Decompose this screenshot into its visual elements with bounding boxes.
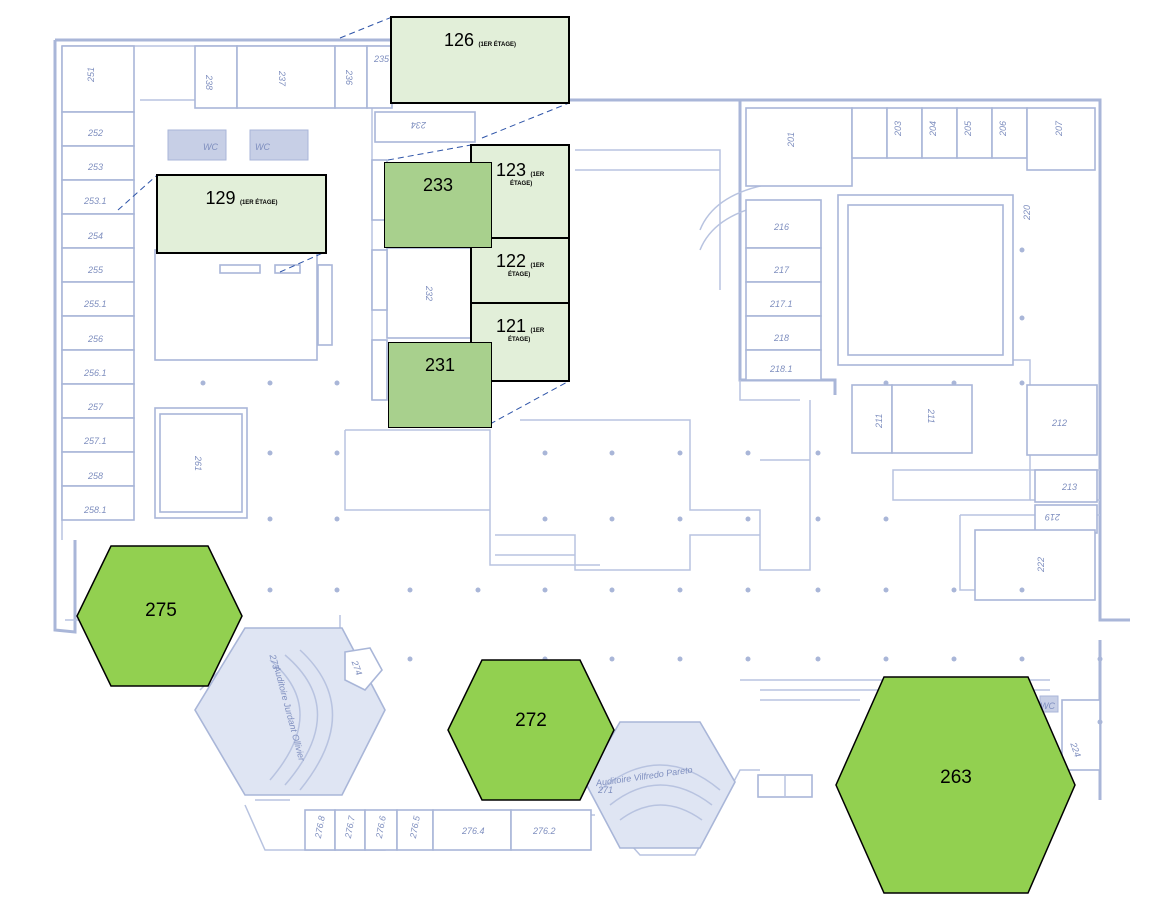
room-204-label: 204 [928,121,938,137]
room-129-highlight: 129 (1ER ÉTAGE) [156,174,327,254]
room-235-label: 235 [373,54,390,64]
room-261-label: 261 [193,455,203,471]
room-207-label: 207 [1054,120,1064,137]
room-238-label: 238 [204,74,214,90]
room-263-hexagon [835,676,1076,894]
bottom-rooms: 276.8 276.7 276.6 276.5 276.4 276.2 [304,809,592,851]
left-room-column [61,45,135,521]
room-212-label: 212 [1051,418,1067,428]
room-126-floor: (1ER ÉTAGE) [478,42,517,48]
room-222-label: 222 [1036,557,1046,573]
room-211a-label: 211 [874,414,884,429]
room-237-label: 237 [277,70,287,87]
auditoriums: Auditoire Jurdant Ollivier 273 274 Audit… [194,627,813,849]
room-255-label: 255 [87,265,104,275]
room-258-label: 258 [87,471,103,481]
room-219-label: 219 [1045,512,1061,522]
room-273-label: 273 [267,652,281,670]
wc-label-1: WC [203,142,218,152]
room-236-label: 236 [344,69,354,85]
room-122-highlight: 122 (1ER ÉTAGE) [470,237,570,304]
room-257-label: 257 [87,402,104,412]
room-256-1-label: 256.1 [83,368,107,378]
room-203-label: 203 [893,121,903,137]
room-251-label: 251 [86,67,96,83]
room-276-7-label: 276.7 [343,814,357,840]
room-231-highlight: 231 [388,342,492,428]
central-rooms: 232 [371,159,473,401]
structural-columns [200,247,1103,725]
room-253-1-label: 253.1 [83,196,107,206]
room-217-label: 217 [773,265,790,275]
room-205-label: 205 [963,120,973,137]
room-252-label: 252 [87,128,103,138]
room-276-6-label: 276.6 [374,815,388,840]
room-254-label: 254 [87,231,103,241]
room-126-number: 126 [443,30,475,50]
room-206-label: 206 [998,121,1008,137]
wc-block: WC WC [167,129,309,161]
room-217-1-label: 217.1 [769,299,793,309]
room-220-label: 220 [1022,205,1032,221]
room-231-number: 231 [424,355,456,375]
room-275-hexagon [76,545,243,687]
room-211b-label: 211 [926,408,936,423]
room-232-label: 232 [424,285,434,301]
room-234-label: 234 [411,120,427,130]
room-122-floor-b: ÉTAGE) [508,272,531,278]
room-218-1-label: 218.1 [769,364,793,374]
room-233-highlight: 233 [384,162,492,248]
room-271-label: 271 [597,785,613,795]
room-123-number: 123 [496,160,527,180]
room-126-highlight: 126 (1ER ÉTAGE) [390,16,570,104]
room-276-4-label: 276.4 [461,826,485,836]
room-201-label: 201 [786,132,796,148]
room-123-floor-a: (1ER [530,172,545,178]
room-272-hexagon [447,659,615,801]
callout-lines [117,16,570,425]
room-233-number: 233 [422,175,454,195]
large-rooms-left: 261 [154,249,333,519]
right-rooms: 201 203 204 205 206 207 216 217 217.1 21… [745,107,1101,771]
room-218-label: 218 [773,333,789,343]
room-253-label: 253 [87,162,103,172]
room-122-number: 122 [496,251,527,271]
room-258-1-label: 258.1 [83,505,107,515]
room-216-label: 216 [773,222,789,232]
room-255-1-label: 255.1 [83,299,107,309]
room-123-floor-b: ÉTAGE) [510,181,533,187]
room-263-number: 263 [940,767,972,788]
room-256-label: 256 [87,334,103,344]
wc-label-2: WC [255,142,270,152]
room-257-1-label: 257.1 [83,436,107,446]
room-272-number: 272 [515,710,547,731]
room-121-floor-a: (1ER [530,328,545,334]
room-276-5-label: 276.5 [408,814,422,840]
room-129-number: 129 [205,188,236,208]
left-room-labels: 251 252 253 253.1 254 255 255.1 256 256.… [83,67,107,515]
room-275-number: 275 [145,600,177,621]
wc-label-3: WC [1040,701,1055,711]
room-122-floor-a: (1ER [530,263,545,269]
room-276-2-label: 276.2 [532,826,556,836]
room-213-label: 213 [1061,482,1077,492]
room-129-floor: (1ER ÉTAGE) [239,200,278,206]
room-276-8-label: 276.8 [313,815,327,840]
top-rooms: 238 237 236 235 234 [194,45,476,143]
room-121-floor-b: ÉTAGE) [508,337,531,343]
room-121-number: 121 [496,316,527,336]
